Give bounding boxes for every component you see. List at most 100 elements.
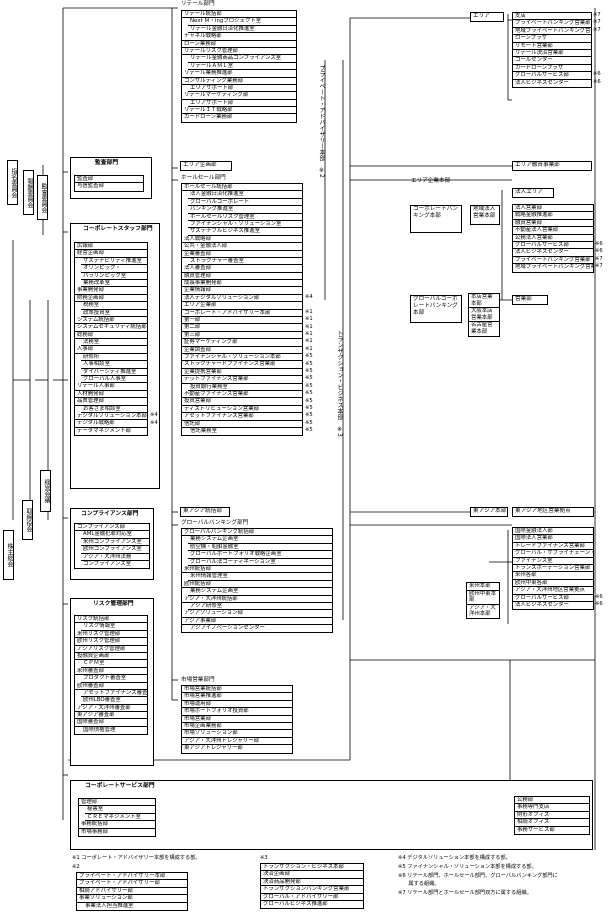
compliance-dept: AML金融犯罪対応室 [81,531,149,539]
area-unit: 法人ビジネスセンター [515,79,569,86]
footnote-mark: ※7 [595,263,603,270]
corporate-staff-dept: デジタルソリューション本部 [75,412,147,421]
wholesale-dept: 第二部 [182,324,302,332]
international-unit: ファイナンス室 [513,558,593,565]
retail-dept: リテール金融商品コンプライアンス室 [188,55,296,63]
international-unit: 欧州中東各部 [513,580,593,588]
note-2-item: 事業ソリューション部 [77,895,187,903]
international-unit: アジア・大洋州地区営業拠点 [513,587,593,595]
wholesale-dept: 法人金融日済化推進室 [188,191,302,199]
footnote-mark: ※6 [595,241,603,247]
area-list: 支店プライベートバンキング営業部地域プライベートバンキング営業部ローンプラザリモ… [512,12,592,88]
nominating-committee: 指名委員会 [7,160,18,205]
footnote-mark: ※1 [305,323,313,330]
wholesale-dept: ストラクチャードファイナンス営業部 [182,361,302,369]
footnote-mark: ※5 [305,368,313,374]
corporate-services-title: コーポレートサービス部門 [85,783,155,789]
wholesale-dept: 第三部 [182,332,302,340]
wholesale-dept: ディストリビューション営業部 [182,406,302,414]
wholesale-dept: 融資管理部 [182,273,302,281]
corporate-staff-dept: お客さま相談室 [81,406,147,413]
footnote-mark: ※5 [305,353,313,360]
corporate-staff-dept: 総務部 [75,332,147,340]
corporate-services-dept: 秘書室 [85,806,155,814]
corporate-services-unit: 事務専門支店 [515,804,589,812]
international-unit: 国際法人営業部 [513,535,593,543]
note-3-item: 決済企画部 [261,871,363,879]
footnote-mark: ※1 [305,316,313,323]
wholesale-dept: 第一部 [182,317,302,325]
note-3-item: トランザクション・ビジネス本部 [261,864,363,872]
retail-dept: リテールリスク管理部 [182,48,296,56]
corporate-services-dept: 市場事務部 [81,828,108,835]
corporate-staff-dept: リテール人事部 [75,383,147,391]
wholesale-dept: 企業情報部 [182,287,302,295]
global-corporate-unit: 大阪本店営業本部 [469,308,499,323]
risk-dept: 欧州リスク管理部 [75,638,147,646]
wholesale-dept: 投資営業部 [182,398,302,406]
global-corporate-unit: 名古屋営業本部 [471,322,493,335]
corporate-staff-dept: オリンピック・ [81,265,147,273]
risk-dept: アセットファイナンス審査室 [81,689,147,698]
corporate-staff-dept: ダイバーシティ推進室 [81,369,147,377]
risk-dept: ＣＰＭ室 [81,660,147,668]
wholesale-dept: ホールセール統括部 [182,184,302,192]
audit-committee: 監査委員会 [37,175,48,220]
corporate-staff-dept: システム統括部 [75,317,147,325]
note-3-item: グローバル・アドバイザリー部 [261,894,363,901]
risk-dept: プロダクト審査室 [81,675,147,683]
risk-list: リスク統括部リスク情報室米州リスク管理部欧州リスク管理部アジアリスク管理部投融資… [74,615,148,736]
corporate-area-unit: グローバルサービス部 [513,242,593,250]
area-unit: リモート営業部 [513,43,591,50]
area-unit: コールセンター [513,57,591,65]
markets-list: 市場営業統括部市場営業推進部市場運用部市場ポートフォリオ投資部市場営業部市場企画… [181,685,293,754]
retail-dept: リテール金融日済化推進室 [188,26,296,34]
retail-dept: リテールＡＭＬ室 [188,63,296,71]
retail-dept: チャネル戦略部 [182,33,296,41]
footnote-mark: ※6 [593,71,601,78]
corporate-staff-dept: パラリンピック室 [81,273,147,280]
global-banking-dept: アジアソリューション部 [182,610,332,618]
wholesale-title: ホールセール部門 [181,175,226,181]
east-asia-hq-dept: 東アジア統括部 [180,507,230,517]
global-banking-title: グローバルバンキング部門 [181,520,249,526]
wholesale-dept: バンキング推進室 [188,206,302,214]
footnote-mark: ※7 [593,12,601,18]
footnote-mark: ※5 [305,405,313,411]
footnote-mark: ※4 [150,419,158,426]
international-unit: トランスポーテーション営業部 [513,565,593,573]
note-1: ※1 コーポレート・アドバイザリー本部を構成する部。 [72,855,201,861]
wholesale-dept: 公共・金融法人部 [182,243,302,251]
corporate-area-unit: プライベートバンキング営業部 [513,257,593,265]
footnote-mark: ※6 [595,593,603,600]
global-banking-dept: グローバル法コーディネーション室 [188,559,332,566]
footnote-mark: ※5 [305,427,313,434]
compliance-dept: アジア・大洋州法務 [81,554,149,561]
risk-title: リスク管理部門 [93,601,134,607]
footnote-mark: ※5 [305,412,313,419]
corporate-staff-dept: 人事部 [75,346,147,354]
overseas-region: アジア・大洋州本部 [469,604,496,618]
note-6-cont: 属する組織。 [398,881,440,887]
east-asia-zone: 東アジア本部 [470,507,508,517]
wholesale-dept: ファイナンシャル・ソリューション室 [188,221,302,229]
overseas-regions: 米州本部欧州中東本部アジア・大洋州本部 [466,582,500,619]
footnote-mark: ※1 [305,345,313,352]
footnote-mark: ※5 [305,360,313,367]
corporate-area-unit: 地域プライベートバンキング営業部 [515,264,593,271]
corporate-area-list: 法人営業部戦略金融推進部融資営業部不動産法人営業部公務法人営業部グローバルサービ… [512,204,594,273]
compliance-dept: 米州コンプライアンス室 [81,539,149,547]
corporate-staff-dept: 業務改革室 [81,280,147,288]
area-unit: リテール決済営業部 [513,50,591,58]
footnote-mark: ※5 [305,397,313,404]
area-label: エリア [470,12,504,22]
global-banking-dept: アジア事業部 [182,618,332,626]
footnote-mark: ※6 [595,601,603,607]
wholesale-dept: 企業提携営業部 [182,369,302,377]
corporate-staff-dept: 研修所 [81,354,147,362]
international-unit: グローバル・サプライチェーン・ [513,550,593,558]
markets-dept: 東アジアトレジャリー部 [184,745,243,752]
global-banking-dept: アジア研修室 [188,603,332,611]
corporate-services-unit: 相続オフィス [515,819,589,827]
